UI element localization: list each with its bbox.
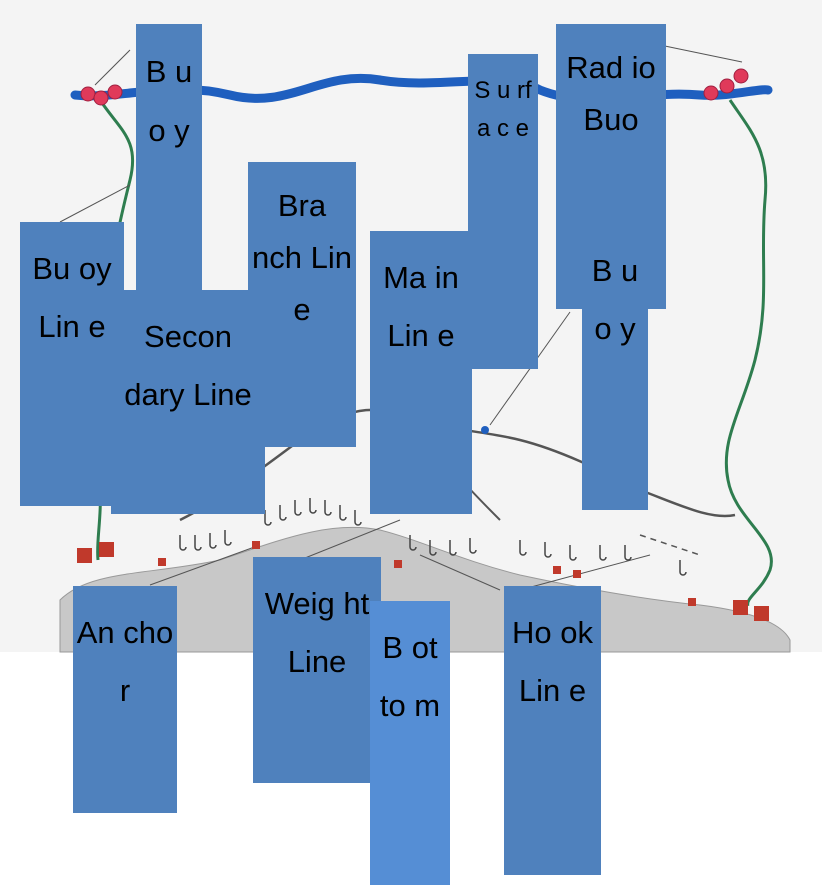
anchor-right-1 (733, 600, 748, 615)
sea-bottom (59, 526, 791, 653)
label-weight-line: Weig ht Line (253, 557, 381, 783)
label-surface-text: S u rf a c e (474, 77, 532, 142)
label-secondary-line-text: Secon dary Line (124, 319, 252, 412)
label-hook-line: Ho ok Lin e (504, 586, 601, 875)
buoy-left-3 (107, 84, 123, 100)
line-junction-dot (481, 426, 489, 434)
label-anchor: An cho r (73, 586, 177, 813)
label-buoy-right-text: B u o y (591, 253, 639, 346)
hook-lines (179, 498, 687, 576)
pointer-line (419, 554, 501, 591)
weight (553, 566, 561, 574)
label-surface: S u rf a c e (468, 54, 538, 369)
anchor-left-2 (99, 542, 114, 557)
anchor-right-2 (754, 606, 769, 621)
buoy-right-3 (733, 68, 749, 84)
weight (252, 541, 260, 549)
label-buoy: B u o y (136, 24, 202, 316)
buoy-right-2 (719, 78, 735, 94)
label-secondary-line: Secon dary Line (111, 290, 265, 514)
label-anchor-text: An cho r (76, 615, 174, 708)
anchor-left-1 (77, 548, 92, 563)
pointer-line (149, 544, 261, 586)
pointer-line (59, 184, 131, 223)
pointer-line (659, 44, 743, 63)
buoy-line-right (724, 99, 773, 607)
label-main-line: Ma in Lin e (370, 231, 472, 514)
label-buoy-line: Bu oy Lin e (20, 222, 124, 506)
label-main-line-text: Ma in Lin e (383, 260, 459, 353)
label-buoy-text: B u o y (145, 54, 193, 148)
label-branch-line-text: Bra nch Lin e (252, 188, 352, 327)
weight (394, 560, 402, 568)
buoy-right-1 (703, 85, 719, 101)
label-buoy-line-text: Bu oy Lin e (32, 251, 112, 344)
pointer-line (519, 554, 651, 591)
weight (158, 558, 166, 566)
label-bottom: B ot to m (370, 601, 450, 885)
label-radio-buoy-text: Rad io Buo (566, 50, 656, 137)
label-weight-line-text: Weig ht Line (264, 586, 370, 679)
pointer-line (94, 49, 131, 86)
pointer-line (299, 519, 401, 561)
label-branch-line: Bra nch Lin e (248, 162, 356, 447)
buoy-left-1 (80, 86, 96, 102)
label-buoy-right: B u o y (582, 224, 648, 510)
sea-surface (70, 73, 773, 104)
label-bottom-text: B ot to m (379, 630, 441, 723)
buoy-left-2 (93, 90, 109, 106)
weight (573, 570, 581, 578)
weight (688, 598, 696, 606)
label-hook-line-text: Ho ok Lin e (512, 615, 593, 708)
